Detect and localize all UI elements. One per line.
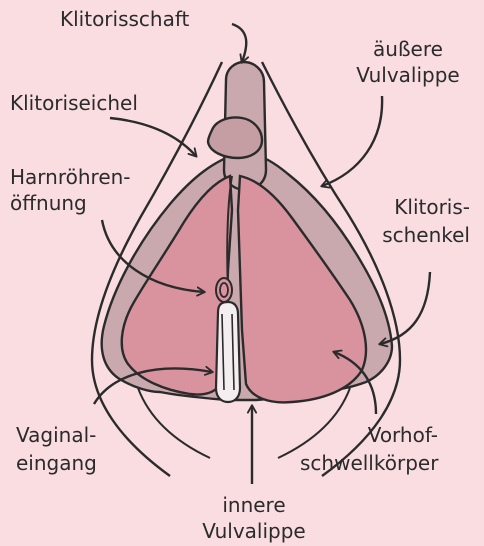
label-innere-vulvalippe-2: Vulvalippe <box>190 518 318 544</box>
label-aeussere-vulvalippe-1: äußere <box>348 36 468 62</box>
label-harnroehren-1: Harnröhren- <box>10 164 131 190</box>
label-vaginaleingang-1: Vaginal- <box>16 422 96 448</box>
glans-shape <box>208 118 262 159</box>
label-vorhofschwellkoerper-1: Vorhof- <box>316 422 438 448</box>
label-vorhofschwellkoerper-2: schwellkörper <box>300 450 438 476</box>
label-harnroehren-2: öffnung <box>10 190 87 216</box>
arrow-aeussere-vulvalippe <box>322 96 382 186</box>
label-klitorisschenkel-1: Klitoris- <box>366 194 470 220</box>
label-klitoriseichel: Klitoriseichel <box>10 90 138 116</box>
label-klitorisschaft: Klitorisschaft <box>60 6 189 32</box>
vaginal-opening <box>216 302 240 402</box>
urethral-opening <box>216 278 232 302</box>
arrow-klitoriseichel <box>110 118 196 156</box>
label-vaginaleingang-2: eingang <box>16 450 97 476</box>
arrow-klitorisschaft <box>232 24 246 62</box>
label-klitorisschenkel-2: schenkel <box>366 222 470 248</box>
label-aeussere-vulvalippe-2: Vulvalippe <box>348 62 468 88</box>
label-innere-vulvalippe-1: innere <box>190 492 318 518</box>
